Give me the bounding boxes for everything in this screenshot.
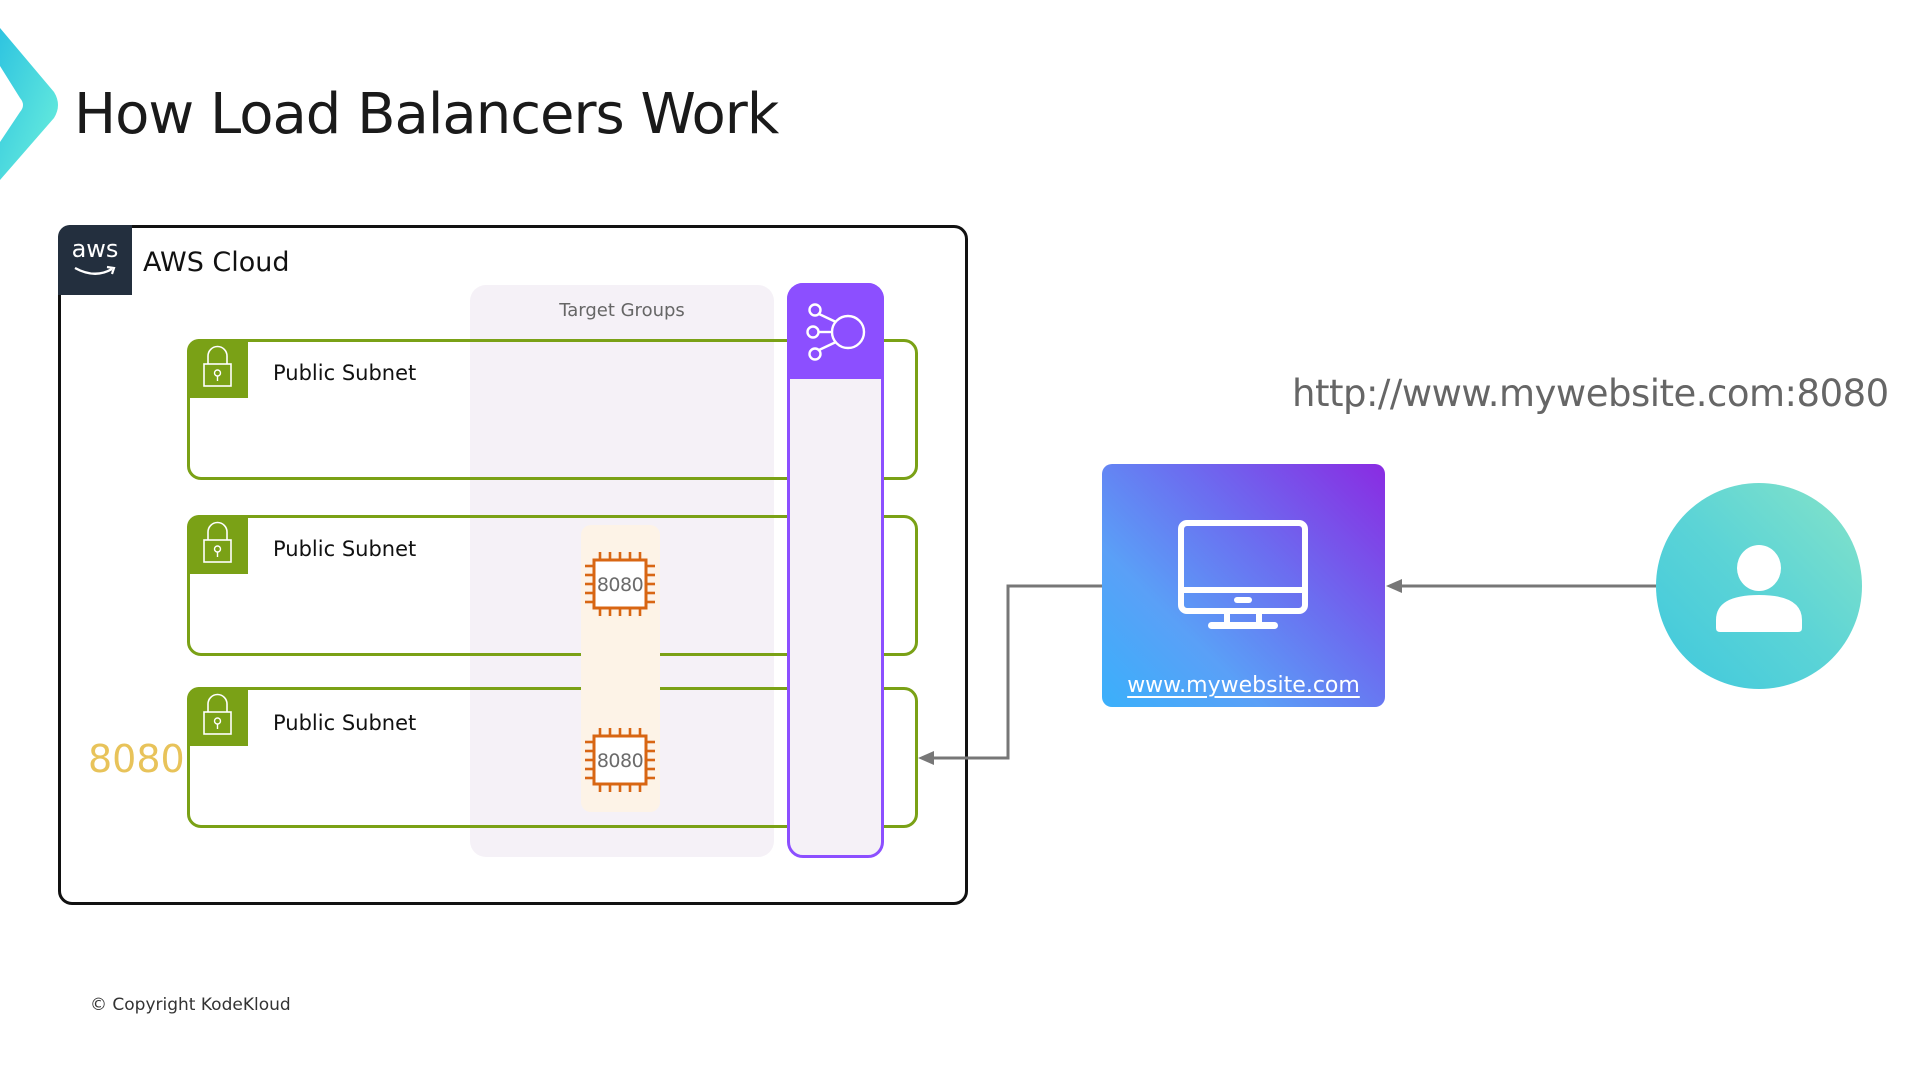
website-card[interactable]: [1102, 464, 1385, 707]
aws-logo: aws: [58, 225, 132, 295]
arrowhead-icon: [1386, 579, 1402, 593]
aws-cloud-container: [58, 225, 968, 905]
ec2-chip-icon: [585, 552, 655, 616]
ec2-chip-icon: [585, 728, 655, 792]
subnet-lock-badge: [187, 339, 248, 398]
instance-port-label: 8080: [596, 750, 644, 772]
public-subnet-3: [187, 687, 918, 828]
load-balancer-icon: [806, 303, 866, 361]
user-icon: [1716, 545, 1802, 632]
subnet-label: Public Subnet: [273, 361, 417, 385]
ec2-instance-2[interactable]: 8080: [582, 726, 658, 800]
aws-logo-text: aws: [71, 235, 119, 263]
public-subnet-1: [187, 339, 918, 480]
subnet-lock-badge: [187, 687, 248, 746]
lock-icon: [203, 345, 232, 387]
url-address: http://www.mywebsite.com:8080: [1292, 372, 1889, 415]
ec2-instance-1[interactable]: 8080: [582, 550, 658, 624]
target-groups-label: Target Groups: [559, 300, 685, 321]
public-subnet-2: [187, 515, 918, 656]
lock-icon: [203, 521, 232, 563]
copyright-footer: © Copyright KodeKloud: [90, 995, 291, 1015]
aws-cloud-label: AWS Cloud: [143, 247, 290, 278]
lock-icon: [203, 693, 232, 735]
subnet-lock-badge: [187, 515, 248, 574]
port-annotation: 8080: [88, 737, 185, 781]
kodekloud-chevron-logo: [0, 28, 58, 180]
monitor-icon: [1178, 520, 1308, 629]
load-balancer-header: [787, 283, 884, 379]
aws-smile-icon: [74, 265, 116, 275]
instance-port-label: 8080: [596, 574, 644, 596]
slide-title: How Load Balancers Work: [74, 82, 779, 147]
website-link[interactable]: www.mywebsite.com: [1127, 673, 1360, 698]
subnet-label: Public Subnet: [273, 711, 417, 735]
subnet-label: Public Subnet: [273, 537, 417, 561]
target-group-tint: [470, 342, 774, 477]
